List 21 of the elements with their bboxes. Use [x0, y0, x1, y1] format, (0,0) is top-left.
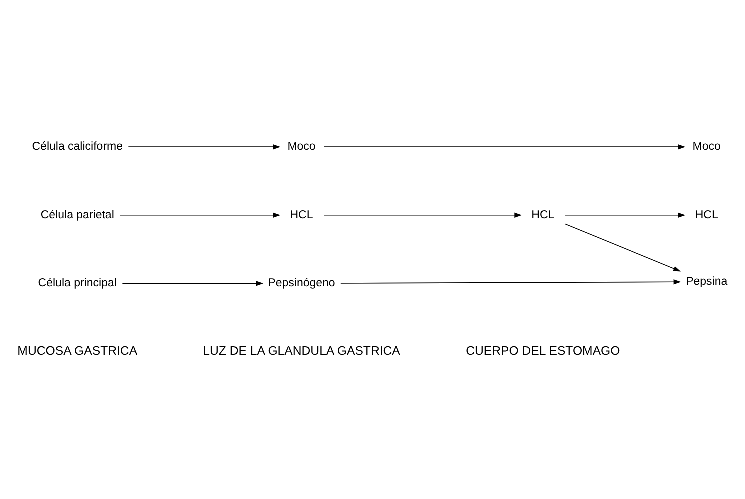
- node-text: Célula caliciforme: [32, 141, 124, 154]
- arrow: [122, 281, 264, 286]
- node-text: Célula parietal: [40, 209, 114, 222]
- node-text: Moco: [288, 141, 316, 154]
- arrow: [120, 212, 281, 218]
- arrow: [324, 144, 686, 150]
- label: LUZ DE LA GLANDULA GASTRICA: [203, 344, 400, 358]
- node-text: Célula principal: [38, 278, 117, 290]
- node-text: Pepsina: [686, 276, 728, 288]
- label: CUERPO DEL ESTOMAGO: [466, 344, 620, 358]
- node-text: HCL: [290, 209, 314, 222]
- node-text: Moco: [692, 141, 721, 154]
- arrow: [340, 280, 682, 285]
- label: MUCOSA GASTRICA: [18, 344, 138, 358]
- arrow: [565, 212, 686, 218]
- node-text: HCL: [695, 209, 718, 222]
- arrow: [565, 224, 682, 272]
- node-text: Pepsinógeno: [268, 278, 336, 290]
- arrow: [324, 212, 522, 218]
- node-text: HCL: [532, 209, 555, 222]
- arrow: [128, 144, 281, 150]
